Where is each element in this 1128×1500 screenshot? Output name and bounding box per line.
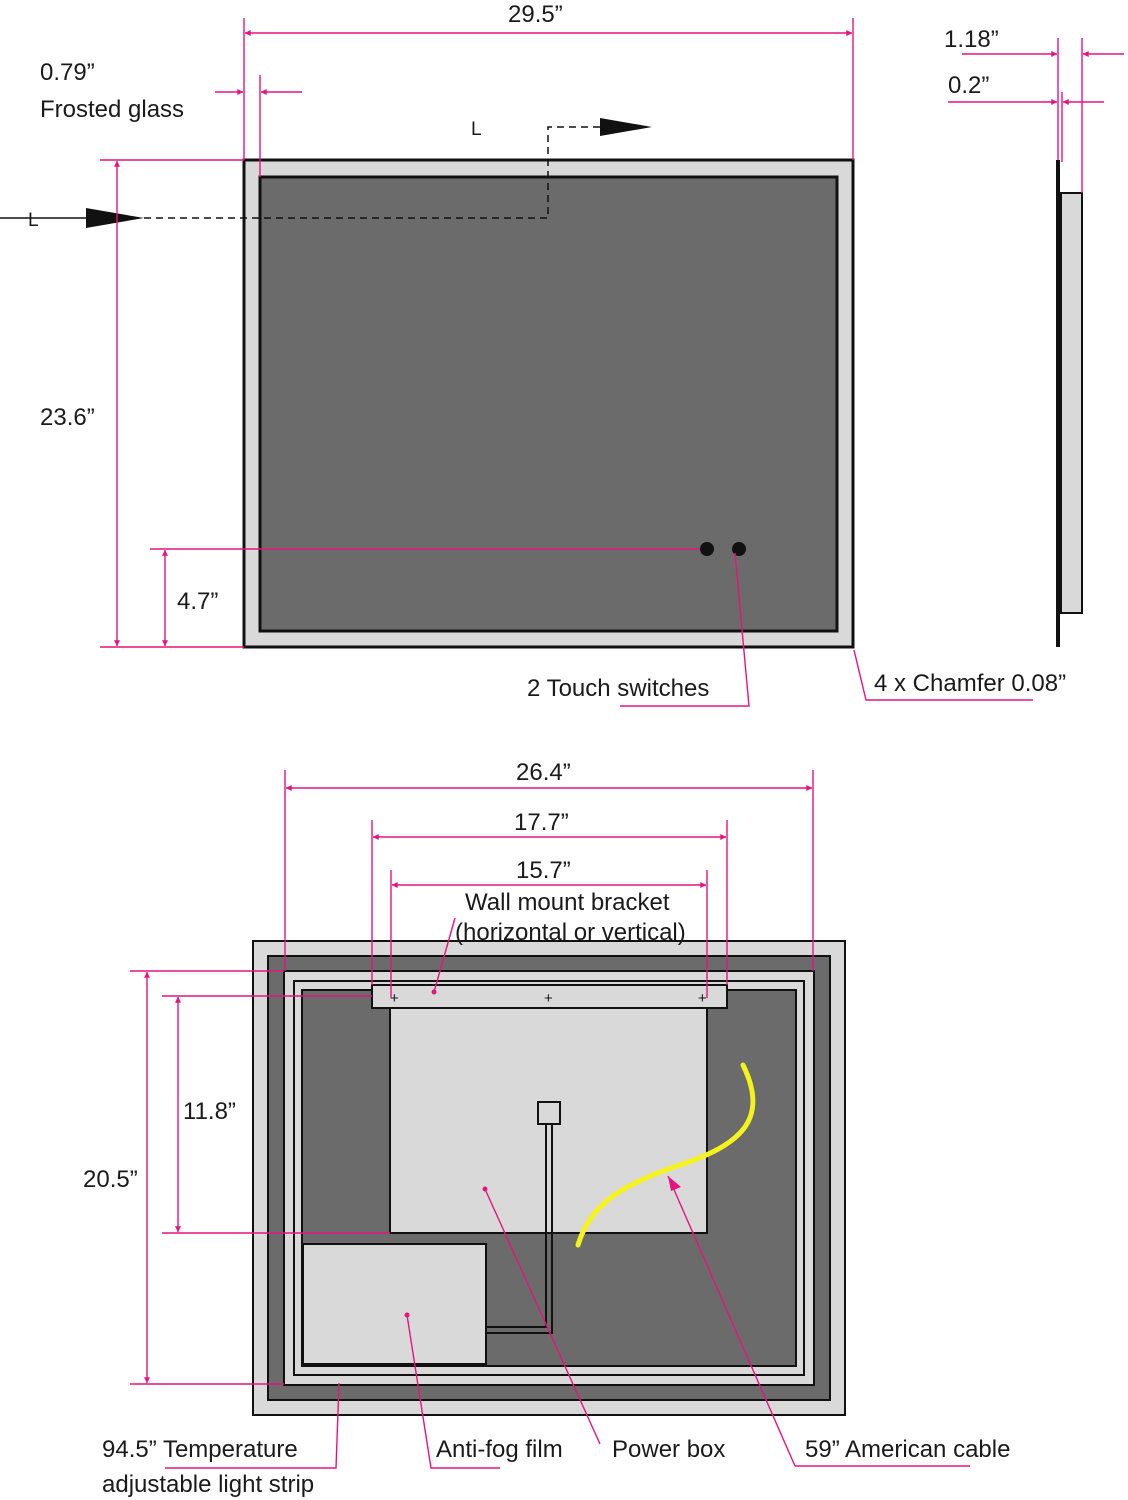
side-view: 1.18” 0.2” — [944, 26, 1124, 647]
frost-width-label: 0.79” — [40, 59, 95, 86]
front-height-label: 23.6” — [40, 404, 95, 431]
light-strip-inner — [293, 980, 805, 1376]
light-strip-label-line2: adjustable light strip — [102, 1471, 314, 1498]
back-width-label: 26.4” — [516, 759, 571, 786]
section-arrow-right — [600, 118, 652, 136]
light-strip-label-line1: 94.5” Temperature — [102, 1436, 298, 1463]
cable-label: 59” American cable — [805, 1436, 1010, 1463]
antifog-film — [302, 1243, 487, 1365]
chamfer-label: 4 x Chamfer 0.08” — [874, 670, 1066, 697]
bracket-outer-label: 17.7” — [514, 809, 569, 836]
section-marker-right: L — [471, 119, 482, 140]
touch-switch-2 — [732, 542, 746, 556]
connector-block — [537, 1101, 561, 1125]
frosted-glass-label: Frosted glass — [40, 96, 184, 123]
bracket-screw-3: + — [698, 990, 707, 1007]
section-dashed-line — [144, 126, 600, 219]
section-arrow-left — [86, 208, 144, 228]
back-view: + + + 26.4” 17.7” 15.7” Wall mount brack… — [83, 759, 1010, 1498]
side-glass-label: 0.2” — [948, 72, 989, 99]
bracket-inner-label: 15.7” — [516, 857, 571, 884]
switch-height-label: 4.7” — [177, 588, 218, 615]
front-view: L L 29.5” 0.79” Frosted glass 23.6” 4.7”… — [0, 1, 1066, 707]
bracket-screw-2: + — [544, 990, 553, 1007]
side-depth-label: 1.18” — [944, 26, 999, 53]
front-mirror-face — [258, 175, 839, 633]
front-width-label: 29.5” — [508, 1, 563, 28]
powerbox-label: Power box — [612, 1436, 725, 1463]
bracket-screw-1: + — [390, 990, 399, 1007]
touch-switch-1 — [700, 542, 714, 556]
bracket-orientation-label: (horizontal or vertical) — [455, 919, 686, 946]
antifog-label: Anti-fog film — [436, 1436, 563, 1463]
american-cable — [575, 1062, 756, 1248]
section-marker-left: L — [28, 210, 39, 231]
back-inner-height-label: 11.8” — [183, 1098, 236, 1125]
bracket-name-label: Wall mount bracket — [465, 889, 670, 916]
back-height-label: 20.5” — [83, 1166, 138, 1193]
side-body — [1060, 192, 1083, 614]
internal-wire — [486, 1124, 553, 1334]
touch-switches-label: 2 Touch switches — [527, 675, 709, 702]
